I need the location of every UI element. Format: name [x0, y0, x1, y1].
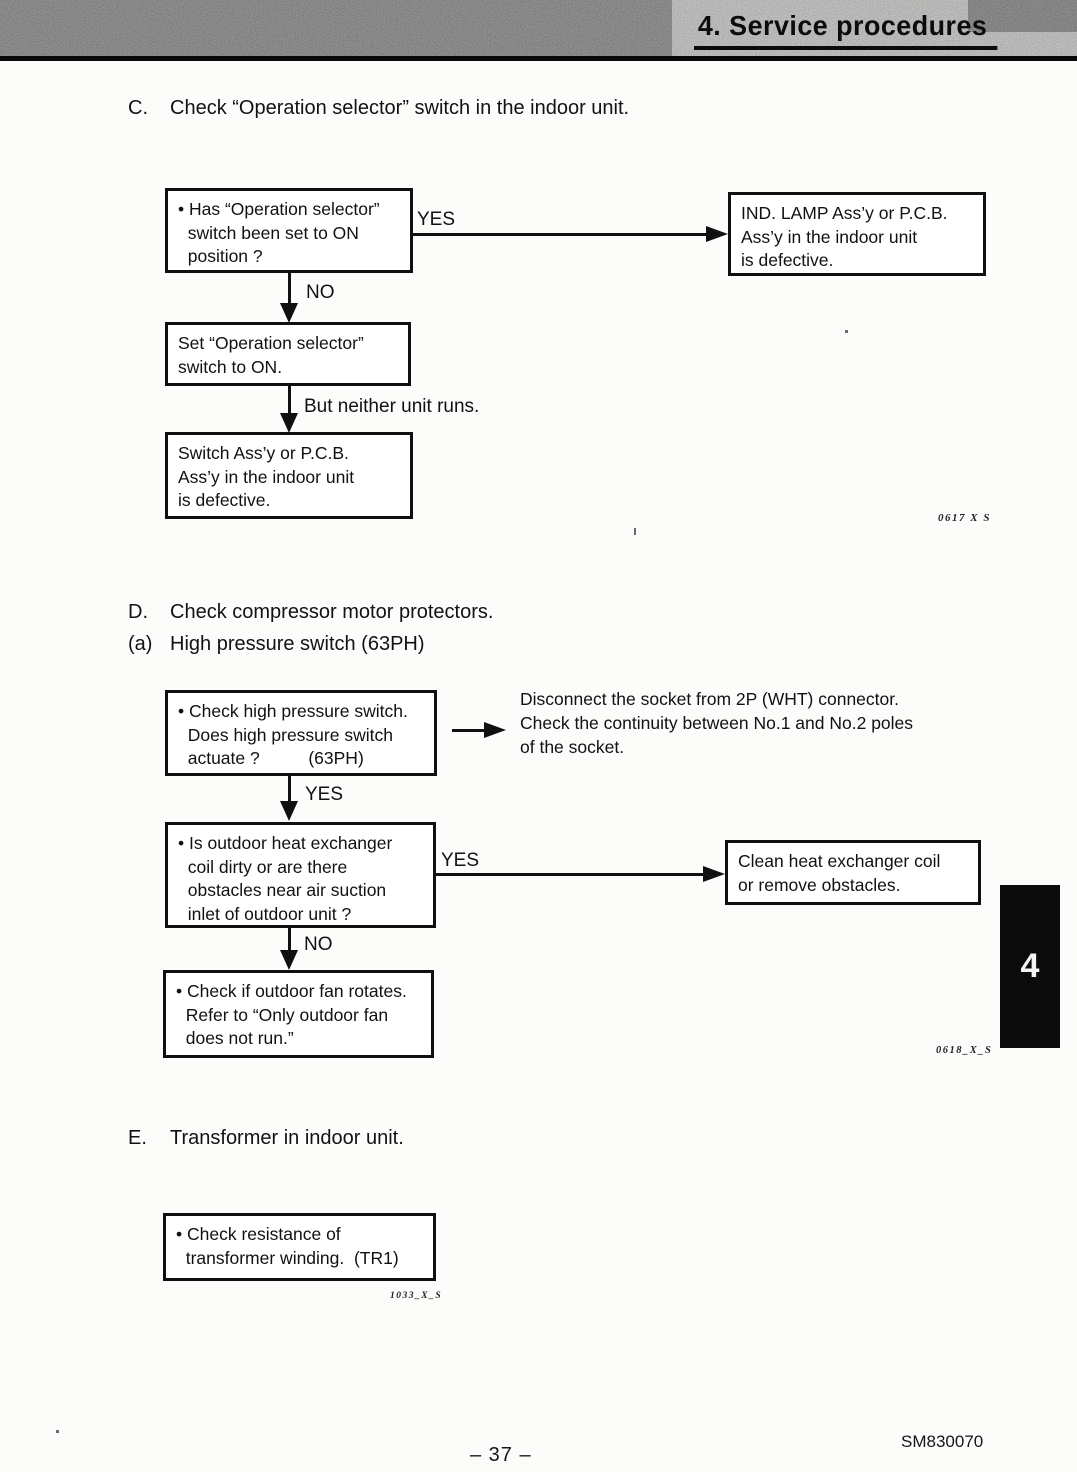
section-label: D.: [128, 601, 148, 623]
arrow-right-icon: [484, 722, 506, 738]
subsection-title: High pressure switch (63PH): [170, 633, 425, 655]
yes-label: YES: [417, 209, 456, 230]
result-box-ind-lamp: IND. LAMP Ass’y or P.C.B. Ass’y in the i…: [728, 192, 986, 276]
subsection-label: (a): [128, 633, 153, 655]
arrow-down-icon: [280, 303, 298, 323]
flow-line-horizontal: [452, 729, 486, 732]
result-box-clean-heat-exchanger: Clean heat exchanger coil or remove obst…: [725, 840, 981, 905]
no-label: NO: [304, 934, 333, 955]
yes-label: YES: [441, 850, 480, 871]
section-label: C.: [128, 97, 148, 119]
chapter-number: 4: [1020, 947, 1040, 985]
flow-line-vertical: [288, 273, 291, 306]
arrow-note-neither-unit-runs: But neither unit runs.: [304, 396, 480, 417]
subsection-heading-a: (a) High pressure switch (63PH): [128, 633, 425, 656]
figure-code: 0617 X S: [938, 512, 991, 524]
flow-line-horizontal: [412, 233, 708, 236]
arrow-down-icon: [280, 950, 298, 970]
section-heading-e: E. Transformer in indoor unit.: [128, 1127, 404, 1150]
action-box-check-outdoor-fan: • Check if outdoor fan rotates. Refer to…: [163, 970, 434, 1058]
scan-speck: [56, 1430, 59, 1433]
section-title: Transformer in indoor unit.: [170, 1127, 404, 1149]
figure-code: 1033_X_S: [390, 1291, 443, 1301]
chapter-side-tab: 4: [1000, 885, 1060, 1048]
flow-line-vertical: [288, 385, 291, 416]
question-box-heat-exchanger-dirty: • Is outdoor heat exchanger coil dirty o…: [165, 822, 436, 928]
question-box-high-pressure-switch: • Check high pressure switch. Does high …: [165, 690, 437, 776]
figure-code: 0618_X_S: [936, 1045, 993, 1056]
section-title: Check “Operation selector” switch in the…: [170, 97, 630, 119]
doc-code: SM830070: [901, 1432, 984, 1451]
check-box-transformer-resistance: • Check resistance of transformer windin…: [163, 1213, 436, 1281]
section-heading-d: D. Check compressor motor protectors.: [128, 601, 493, 624]
arrow-down-icon: [280, 413, 298, 433]
flow-line-vertical: [288, 928, 291, 953]
section-label: E.: [128, 1127, 147, 1149]
page-number: – 37 –: [470, 1444, 532, 1466]
question-box-operation-selector: • Has “Operation selector” switch been s…: [165, 188, 413, 273]
yes-label: YES: [305, 784, 344, 805]
section-title: Check compressor motor protectors.: [170, 601, 494, 623]
arrow-right-icon: [706, 226, 728, 242]
section-heading-c: C. Check “Operation selector” switch in …: [128, 97, 629, 120]
flow-line-horizontal: [436, 873, 705, 876]
arrow-down-icon: [280, 801, 298, 821]
header-title: 4. Service procedures: [694, 10, 997, 50]
flow-line-vertical: [288, 776, 291, 804]
scan-speck: [634, 528, 636, 535]
result-box-switch-assy: Switch Ass’y or P.C.B. Ass’y in the indo…: [165, 432, 413, 519]
scan-speck: [845, 330, 848, 333]
note-disconnect-socket: Disconnect the socket from 2P (WHT) conn…: [520, 689, 914, 758]
no-label: NO: [306, 282, 335, 303]
page-header-band: 4. Service procedures: [0, 0, 1077, 62]
arrow-right-icon: [703, 866, 725, 882]
action-box-set-selector-on: Set “Operation selector” switch to ON.: [165, 322, 411, 386]
